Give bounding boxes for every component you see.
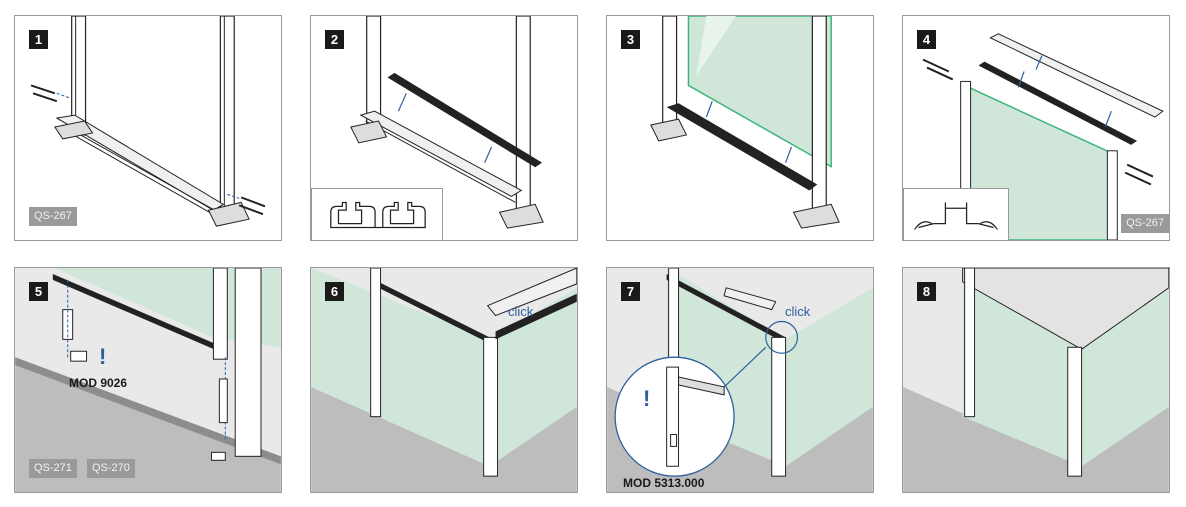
step-number: 8 <box>917 282 936 301</box>
part-caption: MOD 9026 <box>69 376 128 390</box>
step-1-illustration <box>30 16 266 227</box>
step-4-panel: 4 QS-267 <box>902 15 1170 241</box>
step-1-panel: 1 QS-267 <box>14 15 282 241</box>
step-5-panel: 5 ! MOD 9026 QS-271 QS-270 <box>14 267 282 493</box>
step-6-panel: 6 click <box>310 267 578 493</box>
exclamation-icon: ! <box>643 386 651 411</box>
profile-detail-inset <box>903 188 1009 240</box>
step-3-illustration <box>650 16 840 229</box>
part-code-badge: QS-267 <box>1121 214 1169 233</box>
step-3-panel: 3 <box>606 15 874 241</box>
step-8-panel: 8 <box>902 267 1170 493</box>
step-number: 6 <box>325 282 344 301</box>
step-7-panel: 7 ! click MOD 5313.000 <box>606 267 874 493</box>
click-label: click <box>508 304 534 319</box>
step-8-illustration <box>903 268 1169 492</box>
step-number: 7 <box>621 282 640 301</box>
click-label: click <box>785 304 811 319</box>
step-6-illustration <box>311 268 577 492</box>
step-2-panel: 2 <box>310 15 578 241</box>
exclamation-icon: ! <box>99 344 107 369</box>
profile-detail-inset <box>311 188 443 240</box>
step-5-illustration <box>15 268 281 492</box>
part-code-badge: QS-270 <box>87 459 135 478</box>
step-number: 5 <box>29 282 48 301</box>
step-7-illustration <box>607 268 873 492</box>
step-number: 2 <box>325 30 344 49</box>
part-code-badge: QS-271 <box>29 459 77 478</box>
part-caption: MOD 5313.000 <box>623 476 705 490</box>
part-code-badge: QS-267 <box>29 207 77 226</box>
step-number: 4 <box>917 30 936 49</box>
step-number: 3 <box>621 30 640 49</box>
step-number: 1 <box>29 30 48 49</box>
step-2-illustration <box>350 16 544 229</box>
